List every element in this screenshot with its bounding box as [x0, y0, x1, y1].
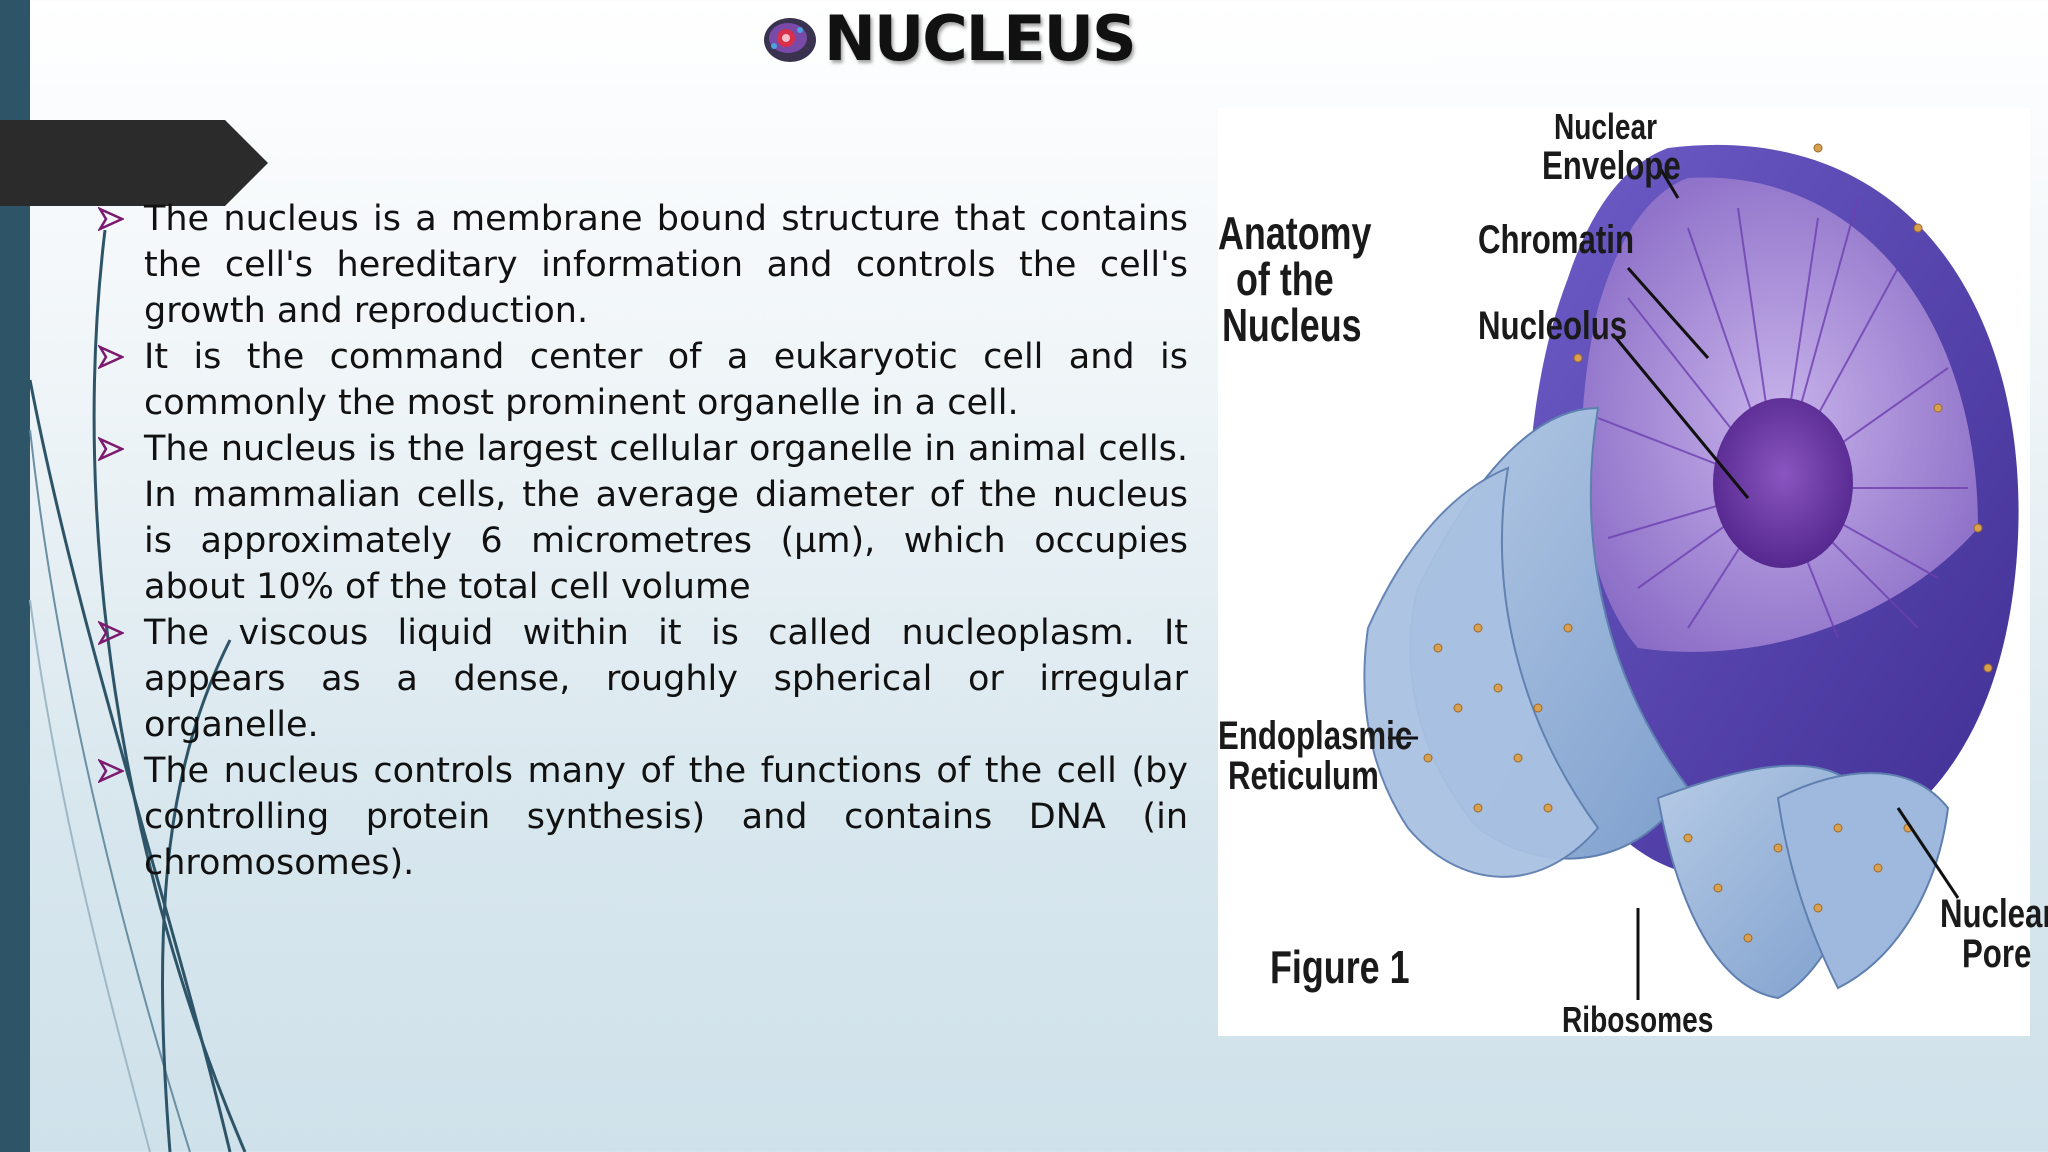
- arrow-bullet-icon: [98, 759, 124, 783]
- bullet-item: It is the command center of a eukaryotic…: [96, 334, 1188, 426]
- bullet-item: The nucleus is a membrane bound structur…: [96, 196, 1188, 334]
- label-nuclear-pore-1: Nuclear: [1940, 892, 2048, 936]
- figure-heading-line1: Anatomy: [1218, 207, 1372, 259]
- cell-icon: [764, 18, 816, 62]
- label-chromatin: Chromatin: [1478, 218, 1634, 262]
- bullet-text: The nucleus is the largest cellular orga…: [144, 429, 1188, 607]
- figure-heading-line2: of the: [1236, 253, 1334, 305]
- arrow-bullet-icon: [98, 207, 124, 231]
- decorative-curves: [28, 229, 247, 1152]
- nucleus-illustration: [1363, 143, 2019, 1000]
- arrow-bullet-icon: [98, 437, 124, 461]
- title-bar: NUCLEUS: [762, 0, 1137, 76]
- nucleus-figure: Anatomy of the Nucleus Nuclear Envelope …: [1218, 106, 2048, 1036]
- arrow-bullet-icon: [98, 621, 124, 645]
- label-endoplasmic-2: Reticulum: [1228, 754, 1379, 798]
- figure-heading-line3: Nucleus: [1222, 299, 1362, 351]
- label-nucleolus: Nucleolus: [1478, 304, 1628, 348]
- label-nuclear-pore-2: Pore: [1962, 932, 2032, 976]
- figure-caption: Figure 1: [1270, 941, 1410, 993]
- slide-title: NUCLEUS: [824, 1, 1137, 75]
- bullet-text: It is the command center of a eukaryotic…: [144, 337, 1188, 423]
- bullet-text: The viscous liquid within it is called n…: [144, 613, 1188, 745]
- label-nuclear-envelope-2: Envelope: [1542, 144, 1681, 188]
- bullet-item: The nucleus is the largest cellular orga…: [96, 426, 1188, 610]
- label-nuclear-envelope-1: Nuclear: [1554, 106, 1658, 147]
- bullet-text: The nucleus controls many of the functio…: [144, 751, 1188, 883]
- label-endoplasmic-1: Endoplasmic: [1218, 714, 1413, 758]
- header-tab: [0, 120, 268, 206]
- bullet-item: The nucleus controls many of the functio…: [96, 748, 1188, 886]
- bullet-text: The nucleus is a membrane bound structur…: [144, 199, 1188, 331]
- label-ribosomes: Ribosomes: [1562, 1004, 1714, 1036]
- bullet-item: The viscous liquid within it is called n…: [96, 610, 1188, 748]
- arrow-bullet-icon: [98, 345, 124, 369]
- bullet-list: The nucleus is a membrane bound structur…: [96, 196, 1188, 886]
